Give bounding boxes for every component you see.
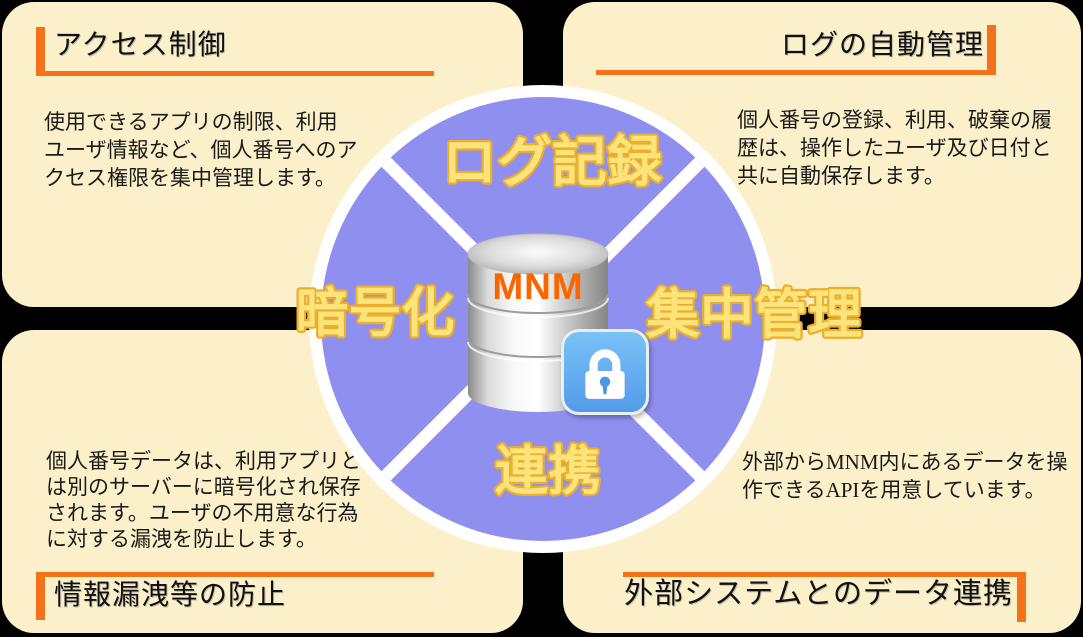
body-line: は別のサーバーに暗号化され保存 (46, 475, 361, 499)
body-line: 作できるAPIを用意しています。 (742, 478, 1046, 502)
accent-bar (36, 572, 45, 620)
panel-body-external-data-linkage: 外部からMNM内にあるデータを操 作できるAPIを用意しています。 (742, 448, 1068, 504)
accent-rule (596, 70, 996, 75)
accent-rule (623, 572, 1026, 577)
body-line: 個人番号データは、利用アプリと (46, 449, 361, 473)
mnm-database-label: MNM (492, 266, 584, 307)
body-line: に対する漏洩を防止します。 (46, 527, 317, 551)
panel-title-log-auto-management: ログの自動管理 (780, 29, 984, 60)
accent-bar (1017, 572, 1026, 622)
accent-rule (36, 572, 434, 577)
panel-title-access-control: アクセス制御 (54, 29, 227, 60)
body-line: されます。ユーザの不用意な行為 (46, 501, 359, 525)
padlock-icon (561, 329, 649, 415)
accent-bar (36, 27, 45, 74)
panel-title-leak-prevention: 情報漏洩等の防止 (54, 579, 287, 610)
panel-body-log-auto-management: 個人番号の登録、利用、破棄の履 歴は、操作したユーザ及び日付と 共に自動保存しま… (737, 106, 1052, 190)
body-line: 外部からMNM内にあるデータを操 (742, 450, 1068, 474)
body-line: 個人番号の登録、利用、破棄の履 (737, 108, 1052, 132)
padlock-glyph (585, 349, 625, 399)
panel-body-leak-prevention: 個人番号データは、利用アプリと は別のサーバーに暗号化され保存 されます。ユーザ… (46, 448, 361, 552)
body-line: 使用できるアプリの制限、利用 (44, 110, 338, 134)
accent-bar (987, 25, 996, 74)
body-line: 共に自動保存します。 (737, 164, 945, 188)
accent-rule (36, 71, 434, 76)
panel-body-access-control: 使用できるアプリの制限、利用 ユーザ情報など、個人番号へのア クセス権限を集中管… (44, 108, 358, 192)
panel-title-external-data-linkage: 外部システムとのデータ連携 (624, 578, 1013, 610)
body-line: クセス権限を集中管理します。 (44, 166, 336, 190)
body-line: 歴は、操作したユーザ及び日付と (737, 136, 1052, 160)
body-line: ユーザ情報など、個人番号へのア (44, 138, 358, 162)
